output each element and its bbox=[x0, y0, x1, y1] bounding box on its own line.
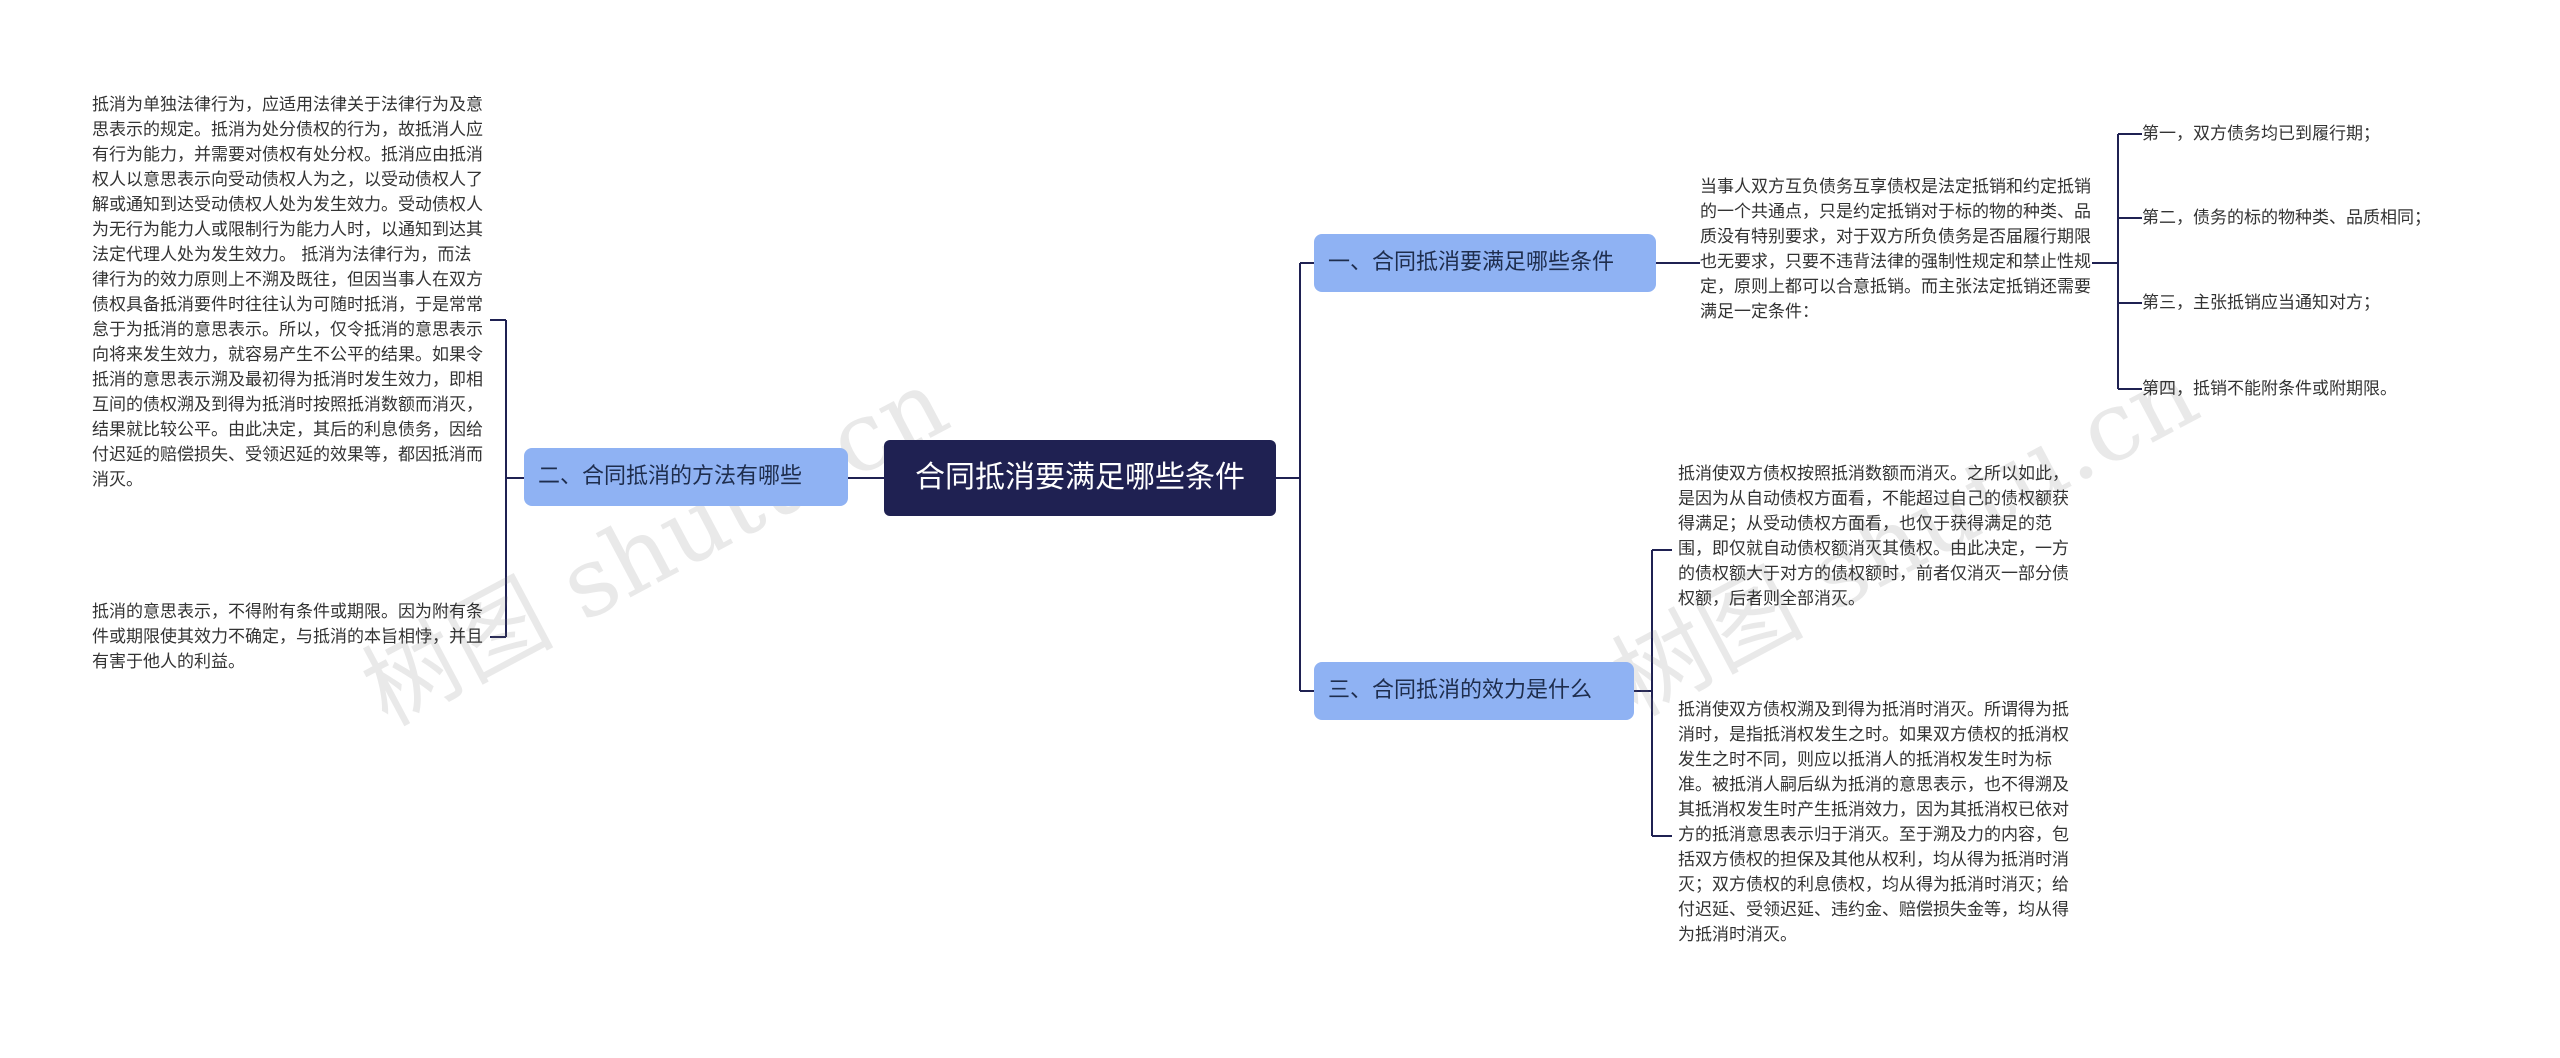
branch-topic-methods[interactable]: 二、合同抵消的方法有哪些 bbox=[524, 448, 848, 506]
effects-text-2[interactable]: 抵消使双方债权溯及到得为抵消时消灭。所谓得为抵消时，是指抵消权发生之时。如果双方… bbox=[1678, 700, 2069, 945]
condition-leaf-4[interactable]: 第四，抵销不能附条件或附期限。 bbox=[2142, 379, 2397, 399]
condition-leaf-2[interactable]: 第二，债务的标的物种类、品质相同； bbox=[2142, 208, 2431, 228]
effects-text-1[interactable]: 抵消使双方债权按照抵消数额而消灭。之所以如此，是因为从自动债权方面看，不能超过自… bbox=[1678, 464, 2069, 609]
condition-leaf-3[interactable]: 第三，主张抵销应当通知对方； bbox=[2142, 293, 2380, 313]
root-topic[interactable]: 合同抵消要满足哪些条件 bbox=[884, 440, 1276, 516]
methods-text-1[interactable]: 抵消为单独法律行为，应适用法律关于法律行为及意思表示的规定。抵消为处分债权的行为… bbox=[92, 95, 483, 490]
conditions-text[interactable]: 当事人双方互负债务互享债权是法定抵销和约定抵销的一个共通点，只是约定抵销对于标的… bbox=[1700, 177, 2091, 322]
branch-topic-effects[interactable]: 三、合同抵消的效力是什么 bbox=[1314, 662, 1634, 720]
condition-leaf-1[interactable]: 第一，双方债务均已到履行期； bbox=[2142, 124, 2380, 144]
branch-topic-conditions[interactable]: 一、合同抵消要满足哪些条件 bbox=[1314, 234, 1656, 292]
methods-text-2[interactable]: 抵消的意思表示，不得附有条件或期限。因为附有条件或期限使其效力不确定，与抵消的本… bbox=[92, 602, 483, 672]
